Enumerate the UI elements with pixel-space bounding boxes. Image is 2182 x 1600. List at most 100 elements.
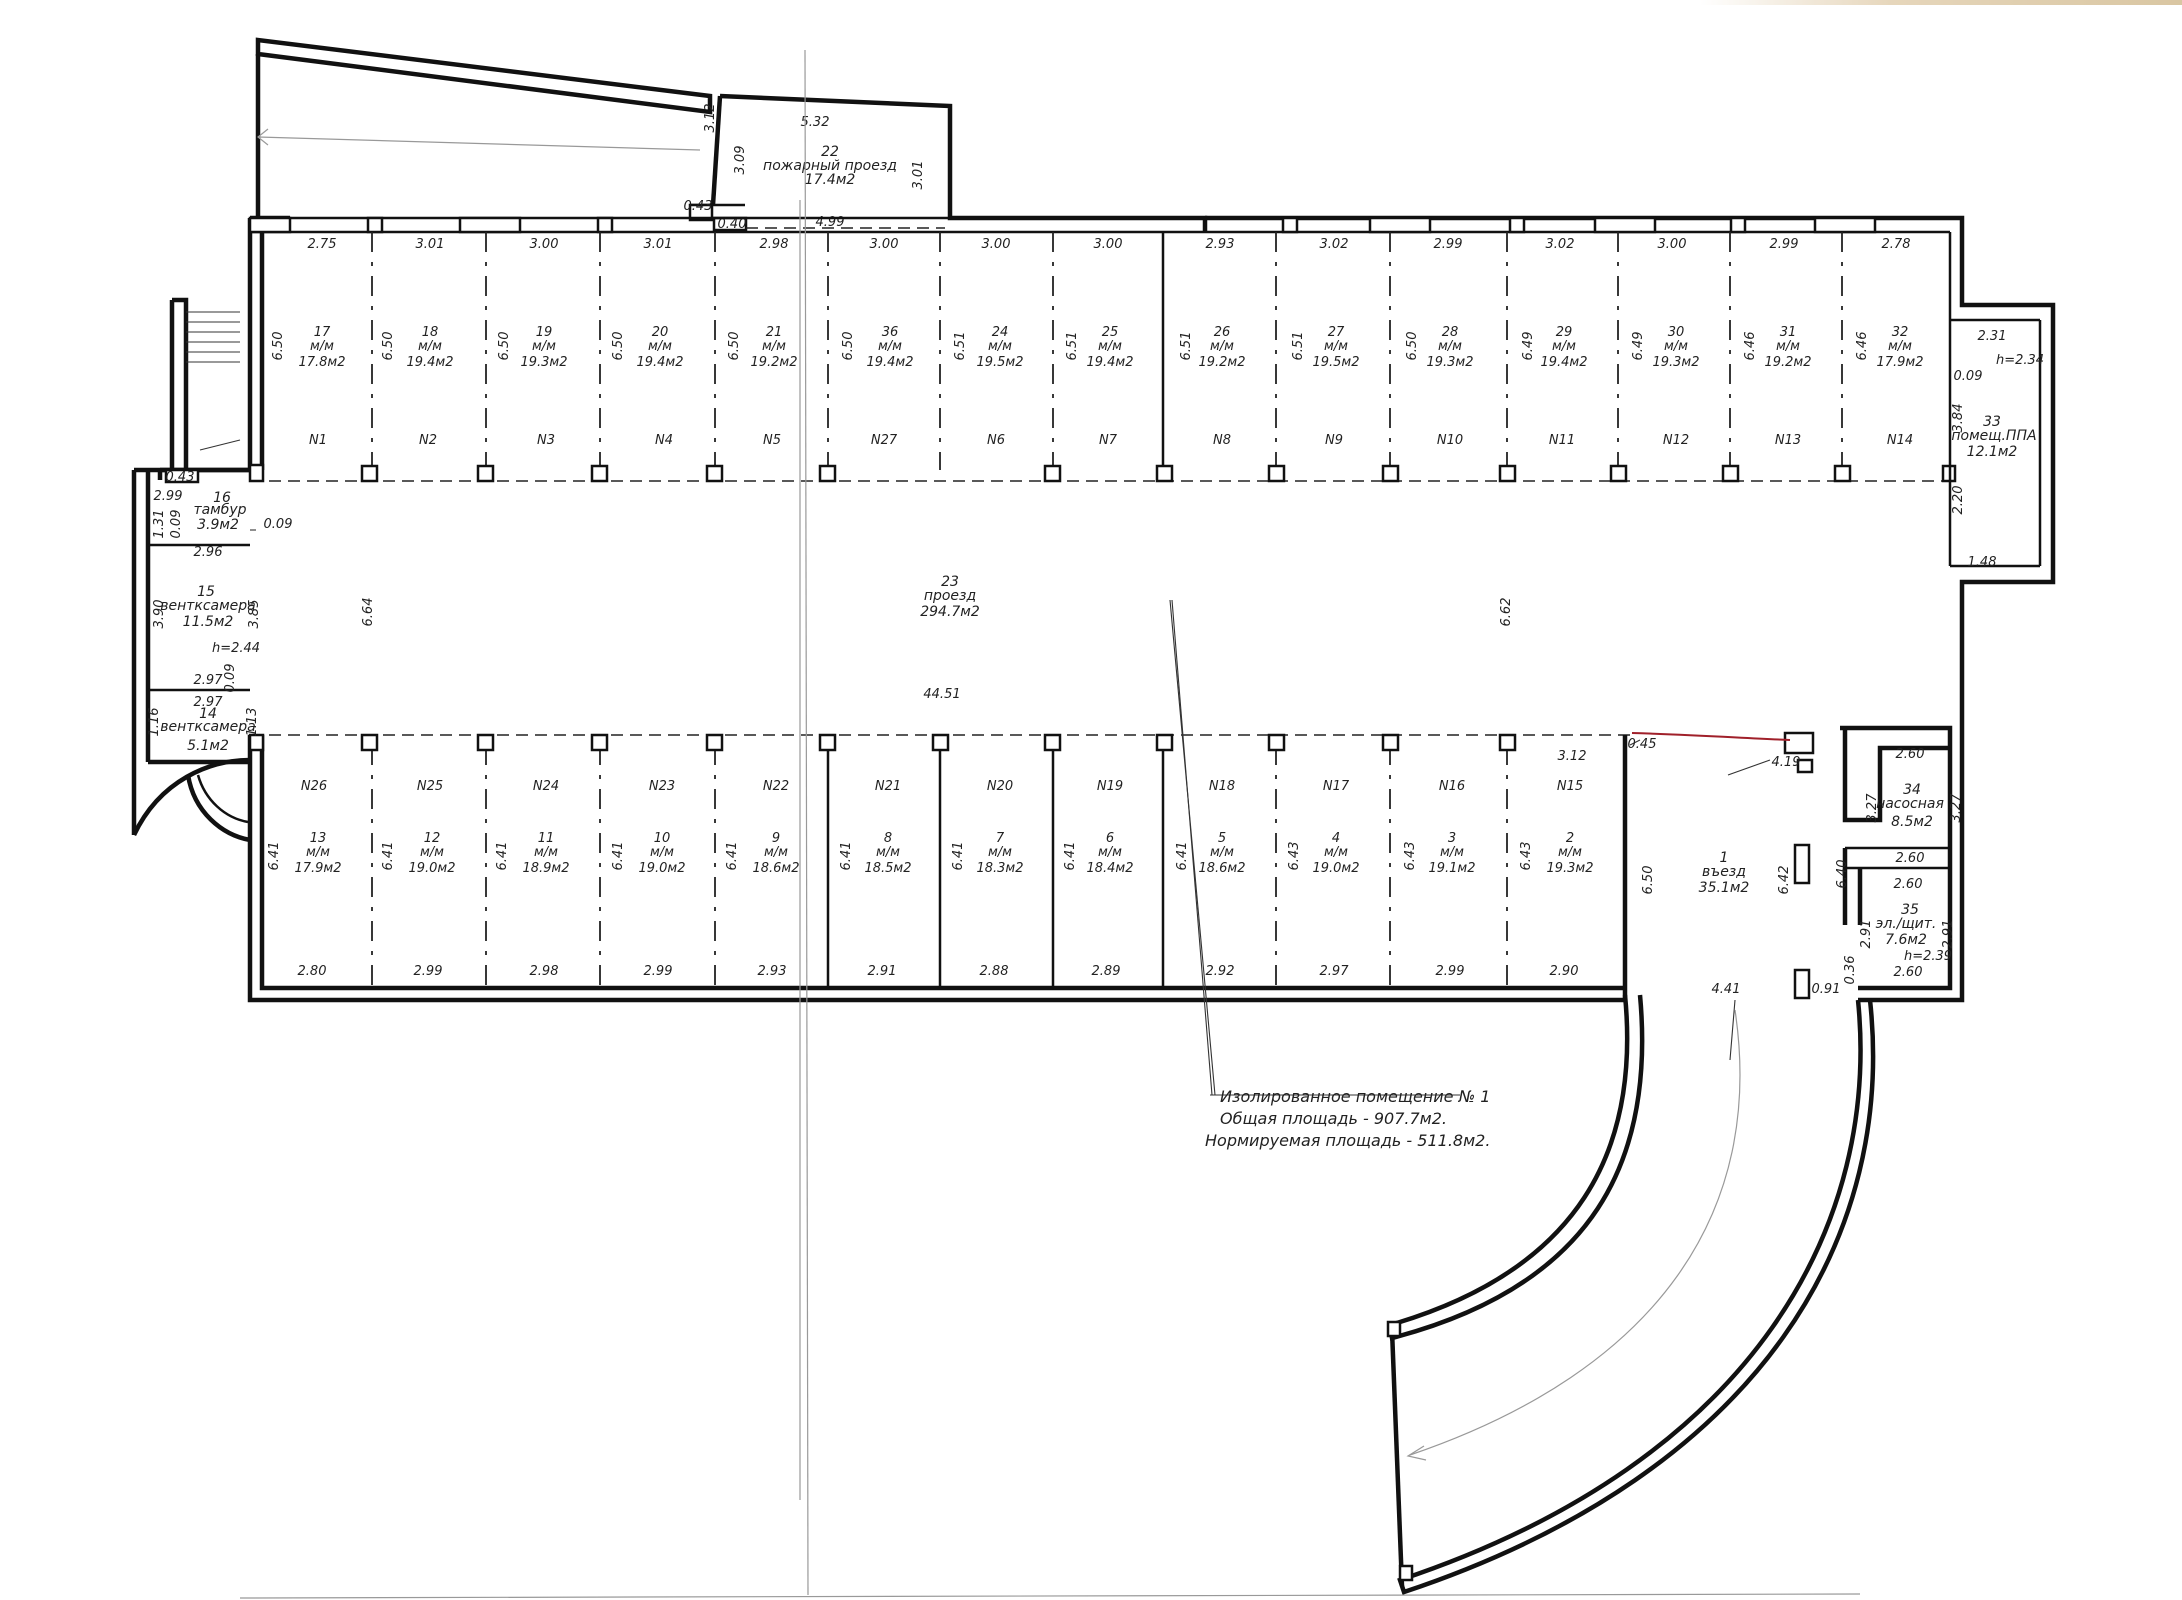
stall-code: N7 bbox=[1099, 433, 1118, 448]
dim-vent15-height: 3.90 bbox=[152, 600, 167, 629]
dim-hall-right: 6.62 bbox=[1499, 598, 1514, 627]
stall-number: 3 bbox=[1448, 831, 1456, 846]
dim-fire-room-w: 2.31 bbox=[1978, 329, 2007, 344]
stall-width: 2.93 bbox=[758, 964, 787, 979]
stall-area: 19.3м2 bbox=[1546, 861, 1593, 876]
switch-area: 7.6м2 bbox=[1885, 932, 1927, 948]
stall-number: 6 bbox=[1106, 831, 1114, 846]
stall-number: 29 bbox=[1556, 325, 1573, 340]
fire-passage-room: 5.32 3.12 3.09 3.01 0.43 0.40 4.99 22 по… bbox=[684, 93, 1208, 232]
dim-fire-room-bottom: 1.48 bbox=[1968, 555, 1997, 570]
vent14-number: 14 bbox=[199, 706, 217, 722]
driveway-room: 6.64 6.62 23 проезд 294.7м2 44.51 bbox=[361, 200, 1514, 1500]
stall-type: м/м bbox=[418, 339, 442, 354]
stall-area: 18.9м2 bbox=[522, 861, 569, 876]
pump-name: насосная bbox=[1876, 796, 1944, 812]
stall-type: м/м bbox=[1324, 339, 1348, 354]
stall-area: 19.3м2 bbox=[520, 355, 567, 370]
stall-depth: 6.51 bbox=[1291, 332, 1306, 361]
driveway-name: проезд bbox=[924, 588, 976, 604]
bottom-stall-11: N16 6.43 3 м/м 19.1м2 2.99 bbox=[1403, 779, 1476, 979]
stall-code: N21 bbox=[875, 779, 901, 794]
dim-switch-right: 2.91 bbox=[1941, 920, 1956, 949]
stall-type: м/м bbox=[1440, 845, 1464, 860]
stall-width: 2.78 bbox=[1882, 237, 1911, 252]
stall-area: 18.6м2 bbox=[1198, 861, 1245, 876]
note-line-2: Общая площадь - 907.7м2. bbox=[1220, 1109, 1447, 1128]
stall-type: м/м bbox=[648, 339, 672, 354]
stall-width: 3.02 bbox=[1320, 237, 1349, 252]
stall-number: 21 bbox=[766, 325, 783, 340]
stall-number: 4 bbox=[1332, 831, 1340, 846]
switch-height: h=2.39 bbox=[1904, 949, 1952, 964]
stall-width: 2.93 bbox=[1206, 237, 1235, 252]
stall-type: м/м bbox=[988, 845, 1012, 860]
stall-area: 19.4м2 bbox=[406, 355, 453, 370]
stall-depth: 6.50 bbox=[841, 332, 856, 361]
stall-code: N8 bbox=[1213, 433, 1231, 448]
stall-depth: 6.51 bbox=[953, 332, 968, 361]
stall-code: N2 bbox=[419, 433, 437, 448]
stall-width: 3.02 bbox=[1546, 237, 1575, 252]
stall-number: 7 bbox=[996, 831, 1005, 846]
dim-fire-left-upper: 3.12 bbox=[703, 104, 718, 133]
dim-switch-top: 2.60 bbox=[1894, 877, 1923, 892]
note-line-1: Изолированное помещение № 1 bbox=[1220, 1087, 1490, 1106]
stall-area: 18.3м2 bbox=[976, 861, 1023, 876]
vent14-area: 5.1м2 bbox=[187, 738, 229, 754]
stall-depth: 6.50 bbox=[271, 332, 286, 361]
stall-width: 2.90 bbox=[1550, 964, 1579, 979]
stall-area: 19.0м2 bbox=[638, 861, 685, 876]
dim-fire-room-h: 3.84 bbox=[1951, 404, 1966, 433]
stall-depth: 6.51 bbox=[1179, 332, 1194, 361]
dim-fire-sill: 0.40 bbox=[718, 217, 747, 232]
stall-depth: 6.41 bbox=[611, 842, 626, 871]
fire-room-number: 33 bbox=[1983, 414, 2001, 430]
stall-area: 18.6м2 bbox=[752, 861, 799, 876]
stall-area: 19.5м2 bbox=[976, 355, 1023, 370]
pump-area: 8.5м2 bbox=[1891, 814, 1933, 830]
stall-area: 19.2м2 bbox=[1764, 355, 1811, 370]
fire-room-area: 12.1м2 bbox=[1967, 444, 2018, 460]
stall-area: 19.2м2 bbox=[1198, 355, 1245, 370]
stall-type: м/м bbox=[1888, 339, 1912, 354]
stall-type: м/м bbox=[1558, 845, 1582, 860]
stall-depth: 6.50 bbox=[1405, 332, 1420, 361]
bottom-stall-8: N19 6.41 6 м/м 18.4м2 2.89 bbox=[1063, 779, 1134, 979]
stall-type: м/м bbox=[534, 845, 558, 860]
dim-vent14-side: 1.13 bbox=[245, 708, 260, 737]
stall-depth: 6.43 bbox=[1519, 842, 1534, 871]
stall-width: 3.00 bbox=[530, 237, 559, 252]
stall-width: 2.98 bbox=[530, 964, 559, 979]
stall-code: N12 bbox=[1663, 433, 1689, 448]
stall-width: 3.00 bbox=[1094, 237, 1123, 252]
vent15-height-mark: h=2.44 bbox=[212, 641, 260, 656]
stall-number: 11 bbox=[538, 831, 555, 846]
dim-pump-right: 3.27 bbox=[1949, 793, 1964, 823]
dim-vest-top: 0.43 bbox=[166, 470, 195, 485]
fire-room-name: помещ.ППА bbox=[1951, 428, 2036, 444]
left-annex: 0.43 2.99 1.31 0.09 0.09 16 тамбур 3.9м2… bbox=[131, 297, 292, 843]
pump-number: 34 bbox=[1903, 782, 1921, 798]
stall-code: N25 bbox=[417, 779, 443, 794]
bottom-stall-3: N24 6.41 11 м/м 18.9м2 2.98 bbox=[495, 779, 570, 979]
bottom-stall-6: N21 6.41 8 м/м 18.5м2 2.91 bbox=[839, 779, 912, 979]
top-stall-5: 2.98 6.50 21 м/м 19.2м2 N5 bbox=[727, 237, 798, 448]
dim-vent14-wall: 0.09 bbox=[223, 664, 238, 693]
dim-fire-top: 5.32 bbox=[801, 115, 830, 130]
stall-width: 2.99 bbox=[414, 964, 443, 979]
dim-entry-corner: 0.45 bbox=[1628, 737, 1657, 752]
bottom-stall-2: N25 6.41 12 м/м 19.0м2 2.99 bbox=[381, 779, 456, 979]
top-stall-6: 3.00 6.50 36 м/м 19.4м2 N27 bbox=[841, 237, 914, 448]
top-stall-8: 3.00 6.51 25 м/м 19.4м2 N7 bbox=[1065, 237, 1134, 448]
red-mark bbox=[1631, 732, 1791, 741]
driveway-number: 23 bbox=[941, 574, 959, 590]
stall-code: N14 bbox=[1887, 433, 1913, 448]
stall-code: N26 bbox=[301, 779, 327, 794]
stall-number: 25 bbox=[1102, 325, 1119, 340]
stall-width: 3.00 bbox=[1658, 237, 1687, 252]
top-stall-14: 2.99 6.46 31 м/м 19.2м2 N13 bbox=[1743, 237, 1812, 448]
stall-type: м/м bbox=[1210, 845, 1234, 860]
dim-stall-15-width: 3.12 bbox=[1558, 749, 1587, 764]
